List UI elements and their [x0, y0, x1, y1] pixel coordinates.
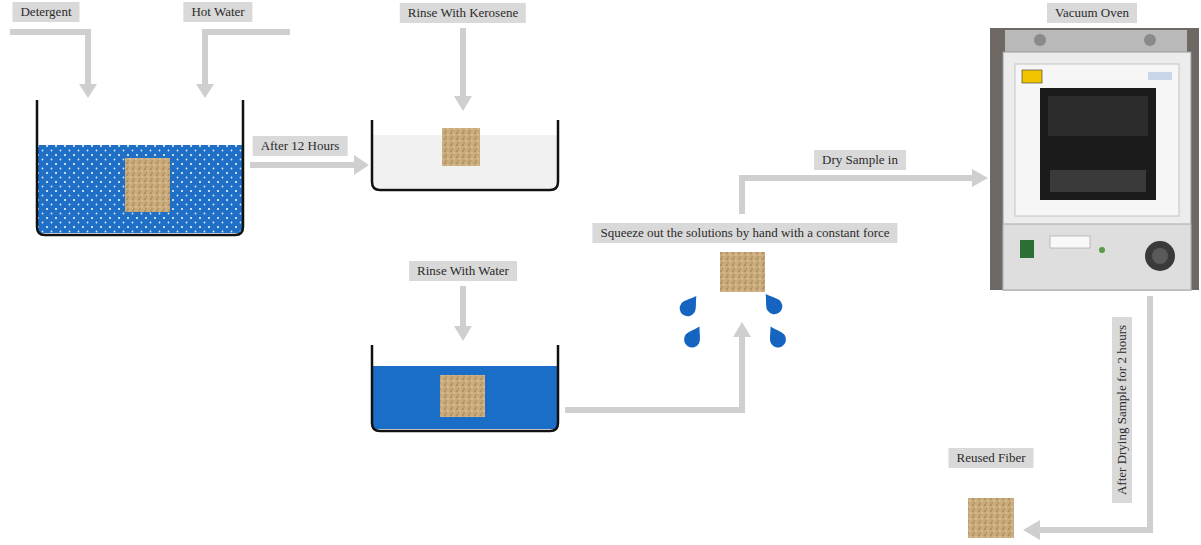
label-text: Vacuum Oven	[1055, 5, 1129, 21]
label-text: Dry Sample in	[822, 152, 898, 168]
step-label: Dry Sample in	[814, 150, 906, 170]
fiber-sample	[440, 375, 485, 417]
label-text: Rinse With Water	[417, 263, 509, 279]
step-label: Vacuum Oven	[1047, 3, 1137, 23]
fiber-sample	[442, 128, 480, 166]
vacuum-oven-photo	[990, 28, 1199, 290]
label-text: After Drying Sample for 2 hours	[1114, 325, 1130, 495]
step-label: Hot Water	[183, 2, 252, 22]
label-text: Hot Water	[191, 4, 244, 20]
fiber-sample	[125, 158, 170, 212]
label-text: Squeeze out the solutions by hand with a…	[600, 225, 889, 241]
droplets	[677, 289, 789, 350]
label-text: Detergent	[20, 4, 71, 20]
step-label-vertical: After Drying Sample for 2 hours	[1112, 317, 1132, 503]
label-text: After 12 Hours	[261, 138, 340, 154]
step-label: Squeeze out the solutions by hand with a…	[592, 223, 897, 243]
step-label: After 12 Hours	[253, 136, 348, 156]
label-text: Reused Fiber	[957, 450, 1026, 466]
step-label: Detergent	[12, 2, 79, 22]
step-label: Rinse With Kerosene	[400, 3, 526, 23]
fiber-sample	[720, 252, 765, 292]
arrow-heads	[79, 84, 1040, 540]
step-label: Rinse With Water	[409, 261, 517, 281]
label-text: Rinse With Kerosene	[408, 5, 518, 21]
fiber-sample	[968, 498, 1014, 538]
flow-arrows	[10, 28, 1150, 530]
detergent-beaker	[37, 100, 243, 235]
water-beaker	[372, 345, 558, 431]
kerosene-beaker	[372, 120, 558, 190]
step-label: Reused Fiber	[949, 448, 1034, 468]
